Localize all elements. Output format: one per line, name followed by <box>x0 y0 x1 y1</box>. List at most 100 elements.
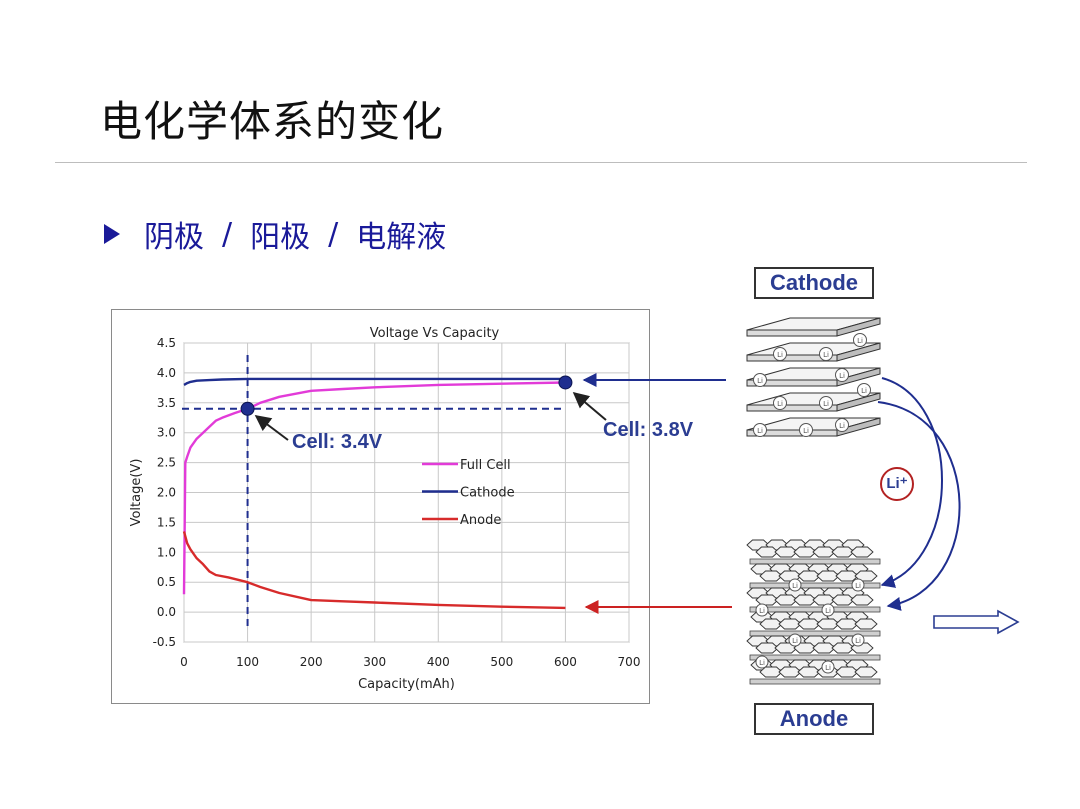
lithium-ion-icon <box>835 368 849 382</box>
callout-arrow <box>254 415 289 441</box>
ion-transfer-arrow <box>880 377 943 588</box>
lithium-ion-icon <box>788 633 802 647</box>
lithium-ion-symbol: Li <box>823 400 829 408</box>
graphite-layer-edge <box>749 654 881 661</box>
lithium-ion-icon <box>788 578 802 592</box>
lithium-ion-symbol: Li <box>777 400 783 408</box>
full-cell-line <box>182 381 566 595</box>
graphite-layer-edge <box>749 558 881 565</box>
lithium-ion-symbol: Li <box>803 427 809 435</box>
cathode-plate-side <box>836 367 881 387</box>
x-tick-label: 100 <box>236 655 259 669</box>
x-tick-label: 700 <box>618 655 641 669</box>
y-tick-label: 1.0 <box>157 545 176 559</box>
lithium-ion-icon <box>853 333 867 347</box>
lithium-ion-badge: Li⁺ <box>880 467 914 501</box>
lithium-ion-symbol: Li <box>861 387 867 395</box>
lithium-ion-icon <box>753 373 767 387</box>
y-tick-label: 2.0 <box>157 486 176 500</box>
lithium-ion-icon <box>773 396 787 410</box>
y-tick-label: 1.5 <box>157 515 176 529</box>
lithium-ion-icon <box>755 655 769 669</box>
x-tick-label: 400 <box>427 655 450 669</box>
y-tick-label: 3.5 <box>157 396 176 410</box>
lithium-ion-symbol: Li <box>825 664 831 672</box>
cathode-plate-side <box>836 342 881 362</box>
lithium-ion-symbol: Li <box>792 582 798 590</box>
lithium-ion-symbol: Li <box>777 351 783 359</box>
lithium-ion-symbol: Li <box>857 337 863 345</box>
lithium-ion-icon <box>821 660 835 674</box>
x-axis-label: Capacity(mAh) <box>358 677 455 692</box>
graphite-hexagon <box>854 666 878 678</box>
y-tick-label: 0.0 <box>157 605 176 619</box>
graphite-layer-edge <box>749 678 881 685</box>
cathode-plate-edge <box>746 329 838 337</box>
chart-title: Voltage Vs Capacity <box>370 326 500 341</box>
lithium-ion-icon <box>773 347 787 361</box>
lithium-ion-symbol: Li <box>792 637 798 645</box>
ion-transfer-arrow <box>877 401 961 611</box>
bullet-electrolyte: 电解液 <box>356 220 447 255</box>
lithium-ion-symbol: Li <box>855 637 861 645</box>
bullet-cathode: 阴极 <box>144 220 204 255</box>
bullet-anode: 阳极 <box>250 220 311 255</box>
bullet-arrow-icon <box>104 224 120 244</box>
x-tick-label: 200 <box>300 655 323 669</box>
lithium-ion-icon <box>851 633 865 647</box>
bullet-separator: / <box>222 216 233 252</box>
cell-voltage-label: Cell: 3.8V <box>603 419 694 441</box>
y-tick-label: 0.5 <box>157 575 176 589</box>
lithium-ion-icon <box>835 418 849 432</box>
y-tick-label: 2.5 <box>157 456 176 470</box>
graphite-layer-edge <box>749 606 881 613</box>
graphite-hexagon <box>854 618 878 630</box>
x-tick-label: 300 <box>363 655 386 669</box>
lithium-ion-symbol: Li <box>757 427 763 435</box>
cathode-label-box: Cathode <box>754 267 874 299</box>
lithium-ion-icon <box>857 383 871 397</box>
lithium-ion-icon <box>819 347 833 361</box>
legend-label: Anode <box>460 513 501 528</box>
y-tick-label: 4.5 <box>157 336 176 350</box>
lithium-ion-symbol: Li <box>823 351 829 359</box>
lithium-ion-symbol: Li <box>839 372 845 380</box>
cathode-plate-side <box>836 317 881 337</box>
lithium-ion-symbol: Li <box>825 607 831 615</box>
anode-line <box>182 531 566 610</box>
lithium-ion-icon <box>821 603 835 617</box>
graphite-hexagon <box>850 594 874 606</box>
cell-voltage-marker <box>558 375 573 390</box>
cathode-line <box>183 377 566 386</box>
title-divider <box>55 162 1027 163</box>
y-tick-label: 4.0 <box>157 366 176 380</box>
lithium-ion-symbol: Li <box>759 607 765 615</box>
legend-label: Full Cell <box>460 458 511 473</box>
x-tick-label: 500 <box>490 655 513 669</box>
bullet-separator: / <box>328 216 339 252</box>
lithium-ion-icon <box>851 578 865 592</box>
lithium-ion-symbol: Li <box>839 422 845 430</box>
x-tick-label: 600 <box>554 655 577 669</box>
slide-title: 电化学体系的变化 <box>100 97 445 146</box>
y-tick-label: -0.5 <box>153 635 176 649</box>
lithium-ion-icon <box>819 396 833 410</box>
lithium-ion-icon <box>755 603 769 617</box>
legend-label: Cathode <box>460 486 515 501</box>
y-tick-label: 3.0 <box>157 426 176 440</box>
graphite-hexagon <box>850 546 874 558</box>
cathode-plate-side <box>836 417 881 437</box>
y-axis-label: Voltage(V) <box>129 459 144 527</box>
lithium-ion-icon <box>753 423 767 437</box>
lithium-ion-icon <box>799 423 813 437</box>
lithium-ion-symbol: Li <box>855 582 861 590</box>
lithium-ion-symbol: Li <box>757 377 763 385</box>
cell-voltage-marker <box>240 401 255 416</box>
bullet-line: 阴极 / 阳极 / 电解液 <box>104 212 446 256</box>
cathode-plate-side <box>836 392 881 412</box>
